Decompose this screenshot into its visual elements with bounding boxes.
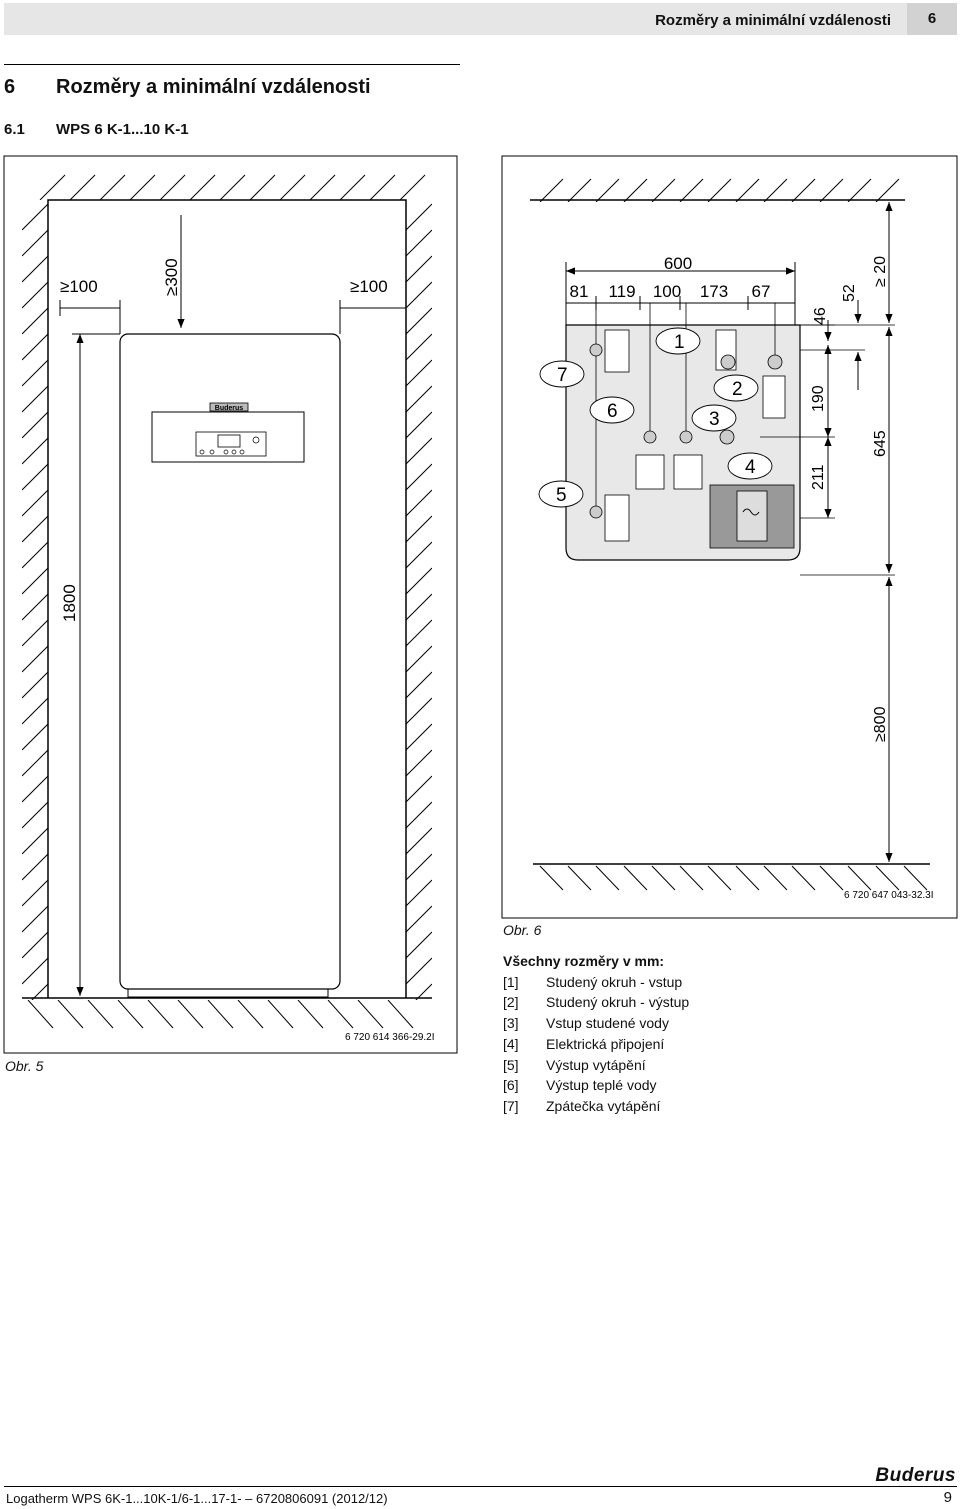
- dim-800: ≥800: [872, 706, 889, 742]
- left-wall-hatch: [22, 203, 48, 1000]
- callout-4: 4: [745, 457, 756, 478]
- connection-6: [643, 430, 657, 444]
- fig6-code: 6 720 647 043-32.3I: [844, 890, 934, 901]
- ceiling-hatch-fig5: [39, 174, 426, 200]
- dim-645: 645: [872, 430, 889, 457]
- top-clearance-label: ≥300: [162, 258, 181, 296]
- dim-52: 52: [841, 284, 858, 302]
- subsection-title: WPS 6 K-1...10 K-1: [56, 121, 189, 138]
- segment-119: 119: [608, 282, 635, 301]
- connection-3: [679, 430, 693, 444]
- legend-item: [7]Zpátečka vytápění: [503, 1097, 661, 1114]
- brine-out-box: [762, 375, 786, 419]
- heating-return-box: [604, 329, 630, 373]
- section-number: 6: [4, 76, 16, 98]
- callout-6: 6: [607, 401, 618, 422]
- section-title: Rozměry a minimální vzdálenosti: [56, 76, 371, 98]
- segment-100: 100: [653, 282, 681, 301]
- callout-1: 1: [674, 332, 685, 353]
- legend-item: [4]Elektrická připojení: [503, 1035, 665, 1052]
- fig6-caption: Obr. 6: [503, 922, 542, 938]
- connection-2: [767, 354, 783, 370]
- footer-document-info: Logatherm WPS 6K-1...10K-1/6-1...17-1- –…: [6, 1491, 388, 1506]
- ac-wave-icon: [742, 508, 760, 516]
- subsection-number: 6.1: [4, 121, 25, 138]
- connection-5: [589, 505, 603, 519]
- footer-brand-logo: Buderus: [875, 1465, 956, 1486]
- legend-item: [3]Vstup studené vody: [503, 1015, 669, 1032]
- heating-flow-box: [604, 494, 630, 542]
- floor-hatch-fig6: [539, 865, 928, 891]
- callout-3: 3: [709, 409, 720, 430]
- footer-rule: [4, 1486, 957, 1487]
- dim-190: 190: [810, 385, 827, 412]
- header-title: Rozměry a minimální vzdálenosti: [655, 12, 891, 29]
- connection-4: [719, 429, 735, 445]
- left-clearance-label: ≥100: [60, 277, 98, 296]
- connection-7: [589, 343, 603, 357]
- right-clearance-label: ≥100: [350, 277, 388, 296]
- fig5-code: 6 720 614 366-29.2I: [345, 1032, 435, 1043]
- segment-67: 67: [752, 282, 771, 301]
- dim-20: ≥ 20: [872, 256, 889, 287]
- hot-water-box: [635, 454, 665, 490]
- display-screen: [217, 434, 241, 448]
- section-rule: [4, 64, 460, 65]
- legend-item: [6]Výstup teplé vody: [503, 1077, 657, 1094]
- legend-heading: Všechny rozměry v mm:: [503, 953, 665, 969]
- legend-item: [2]Studený okruh - výstup: [503, 994, 690, 1011]
- svg-text:Buderus: Buderus: [215, 405, 244, 412]
- legend: Všechny rozměry v mm: [1]Studený okruh -…: [503, 951, 689, 1117]
- height-label: 1800: [60, 584, 79, 622]
- width-total-label: 600: [664, 254, 692, 273]
- page-header: Rozměry a minimální vzdálenosti 6: [4, 3, 957, 35]
- legend-item: [1]Studený okruh - vstup: [503, 973, 683, 990]
- connection-1: [720, 354, 736, 370]
- ceiling-hatch-fig6: [539, 178, 900, 202]
- header-chapter-number: 6: [907, 3, 957, 35]
- dim-211: 211: [810, 464, 827, 490]
- segment-173: 173: [700, 282, 728, 301]
- floor-hatch-fig5: [27, 1000, 414, 1029]
- callout-2: 2: [732, 379, 743, 400]
- callout-5: 5: [556, 485, 567, 506]
- legend-item: [5]Výstup vytápění: [503, 1056, 646, 1073]
- control-panel: [151, 411, 305, 463]
- fig5-caption: Obr. 5: [5, 1058, 44, 1074]
- brand-badge: [209, 402, 249, 412]
- right-wall-hatch: [406, 203, 432, 1000]
- segment-81: 81: [570, 282, 589, 301]
- callout-7: 7: [557, 365, 568, 386]
- page-number: 9: [943, 1489, 952, 1506]
- dim-46: 46: [812, 307, 829, 325]
- cold-water-box: [673, 454, 703, 490]
